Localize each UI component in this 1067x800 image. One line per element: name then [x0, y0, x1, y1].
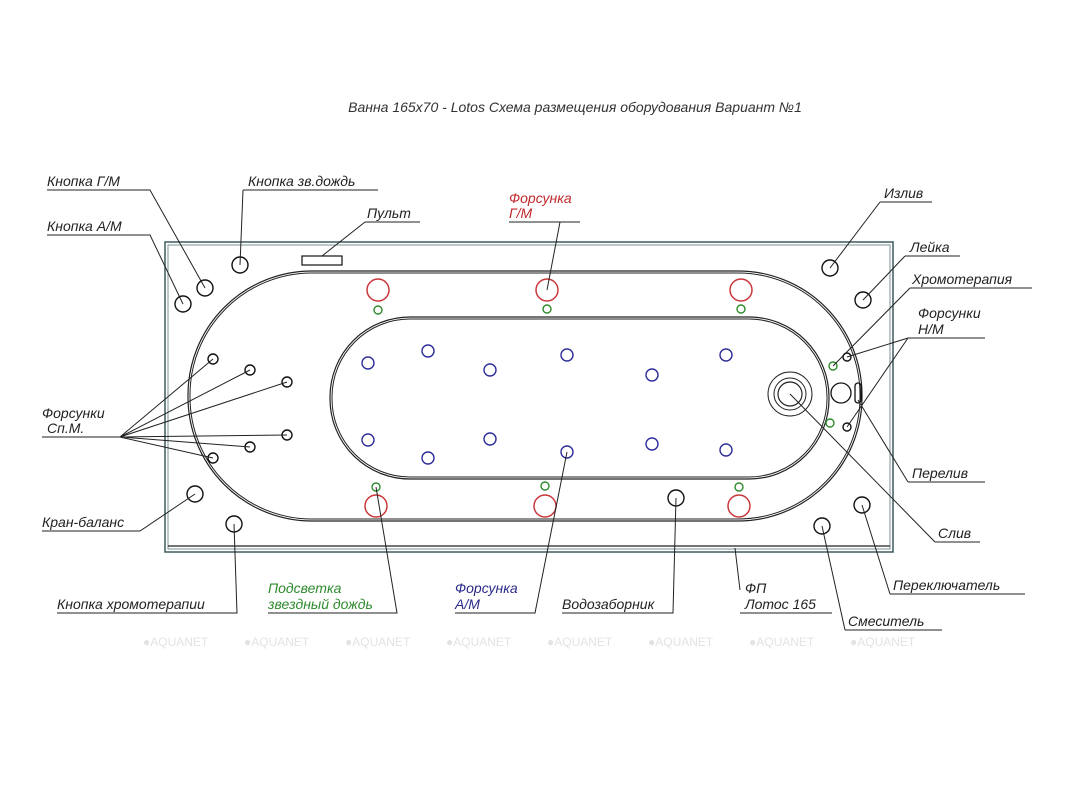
label-forsunki-nm-2: Н/М [918, 321, 944, 337]
hydro-jets [364, 278, 753, 518]
label-forsunka-gm-1: Форсунка [509, 190, 572, 206]
label-pereklyuchatel: Переключатель [893, 577, 1000, 593]
label-forsunka-gm-2: Г/М [509, 205, 533, 221]
label-kran-balans: Кран-баланс [42, 514, 124, 530]
watermark: ●AQUANET [850, 635, 916, 649]
label-forsunka-am-2: А/М [454, 596, 480, 612]
diagram-title: Ванна 165х70 - Lotos Схема размещения об… [348, 99, 802, 115]
drain-icon [767, 371, 813, 417]
label-pult: Пульт [367, 205, 411, 221]
label-forsunki-spm-2: Сп.М. [47, 420, 84, 436]
label-knopka-am: Кнопка А/М [47, 218, 122, 234]
label-vodozabornik: Водозаборник [562, 596, 656, 612]
watermark: ●AQUANET [749, 635, 815, 649]
watermark: ●AQUANET [143, 635, 209, 649]
label-smesitel: Смеситель [848, 613, 924, 629]
label-knopka-hromo: Кнопка хромотерапии [57, 596, 205, 612]
overflow-icon [830, 382, 862, 404]
watermark: ●AQUANET [244, 635, 310, 649]
tub-outline [164, 241, 894, 553]
label-hromoterapiya: Хромотерапия [911, 271, 1013, 287]
label-knopka-gm: Кнопка Г/М [47, 173, 120, 189]
label-podsvetka-2: звездный дождь [267, 596, 373, 612]
watermark: ●AQUANET [547, 635, 613, 649]
label-forsunki-spm-1: Форсунки [42, 405, 105, 421]
label-podsvetka-1: Подсветка [268, 580, 342, 596]
fittings [174, 256, 872, 535]
watermark-row: ●AQUANET ●AQUANET ●AQUANET ●AQUANET ●AQU… [143, 635, 916, 649]
label-fp-2: Лотос 165 [744, 596, 816, 612]
star-lights [371, 304, 838, 492]
label-fp-1: ФП [745, 580, 767, 596]
watermark: ●AQUANET [648, 635, 714, 649]
watermark: ●AQUANET [446, 635, 512, 649]
label-forsunka-am-1: Форсунка [455, 580, 518, 596]
control-panel-icon [301, 255, 343, 266]
label-knopka-zv: Кнопка зв.дождь [248, 173, 355, 189]
watermark: ●AQUANET [345, 635, 411, 649]
label-leyka: Лейка [909, 239, 950, 255]
label-forsunki-nm-1: Форсунки [918, 305, 981, 321]
label-pereliv: Перелив [912, 465, 968, 481]
label-sliv: Слив [938, 525, 971, 541]
label-izliv: Излив [884, 185, 923, 201]
air-jets [361, 344, 733, 465]
leader-lines [42, 189, 1032, 631]
